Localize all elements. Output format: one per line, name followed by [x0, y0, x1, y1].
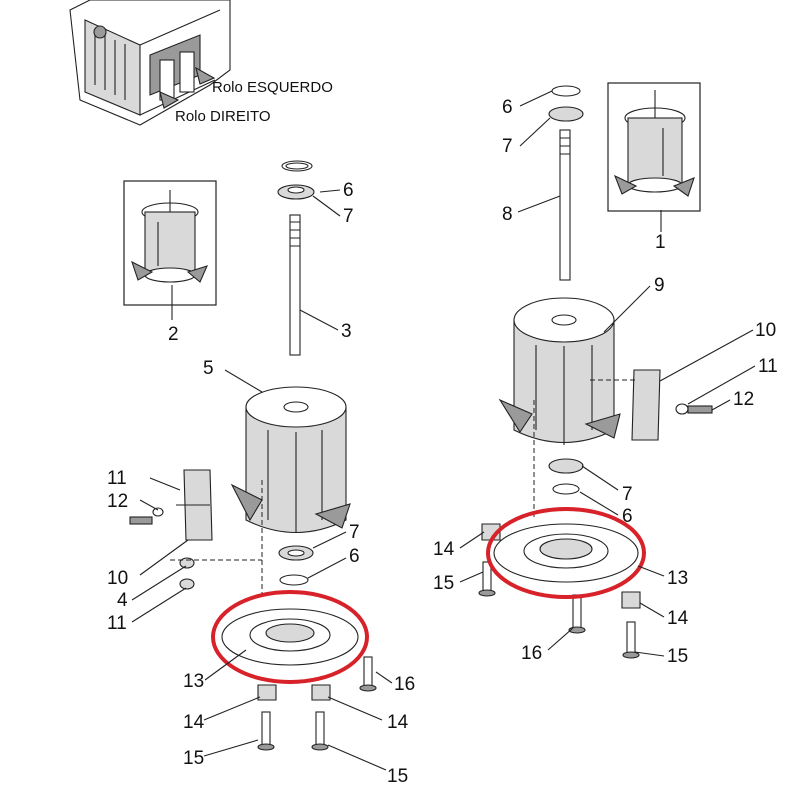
highlight-ring-right [486, 507, 646, 599]
callout-right-7b: 7 [622, 484, 633, 505]
callout-right-6b: 6 [622, 506, 633, 527]
callout-right-1: 1 [655, 232, 666, 253]
callout-left-6b: 6 [349, 546, 360, 567]
callout-left-14a: 14 [183, 712, 205, 733]
callout-right-15a: 15 [433, 573, 454, 594]
callout-left-14b: 14 [387, 712, 409, 733]
callout-left-5: 5 [203, 358, 214, 379]
callout-right-8: 8 [502, 204, 513, 225]
callout-left-6a: 6 [343, 180, 354, 201]
highlight-ring-left [211, 590, 369, 684]
callout-right-14b: 14 [667, 608, 689, 629]
callout-right-9: 9 [654, 275, 665, 296]
callout-left-16: 16 [394, 674, 415, 695]
callout-right-7a: 7 [502, 136, 513, 157]
callout-right-12: 12 [733, 389, 754, 410]
callout-left-2: 2 [168, 324, 179, 345]
right-assembly [478, 85, 713, 659]
inset-box-part-2 [123, 180, 217, 306]
callout-left-13: 13 [183, 671, 204, 692]
callout-left-11a: 11 [107, 468, 127, 489]
callout-left-7b: 7 [349, 522, 360, 543]
callout-left-10: 10 [107, 568, 128, 589]
inset-box-part-1 [607, 82, 701, 212]
callout-right-15b: 15 [667, 646, 688, 667]
callout-right-16: 16 [521, 643, 542, 664]
callout-right-11: 11 [758, 356, 778, 377]
caption-rolo-esquerdo: Rolo ESQUERDO [212, 79, 333, 96]
callout-right-6a: 6 [502, 97, 513, 118]
callout-left-7a: 7 [343, 206, 354, 227]
callout-left-15b: 15 [387, 766, 408, 787]
callout-right-13: 13 [667, 568, 688, 589]
left-assembly [129, 160, 377, 751]
leader-lines [131, 90, 756, 771]
callout-left-3: 3 [341, 321, 352, 342]
callout-right-10: 10 [755, 320, 776, 341]
callout-left-11b: 11 [107, 613, 127, 634]
machine-inset [69, 0, 231, 126]
caption-rolo-direito: Rolo DIREITO [175, 108, 271, 125]
callout-left-12: 12 [107, 491, 128, 512]
callout-right-14a: 14 [433, 539, 455, 560]
callout-left-15a: 15 [183, 748, 204, 769]
callout-left-4: 4 [117, 590, 128, 611]
